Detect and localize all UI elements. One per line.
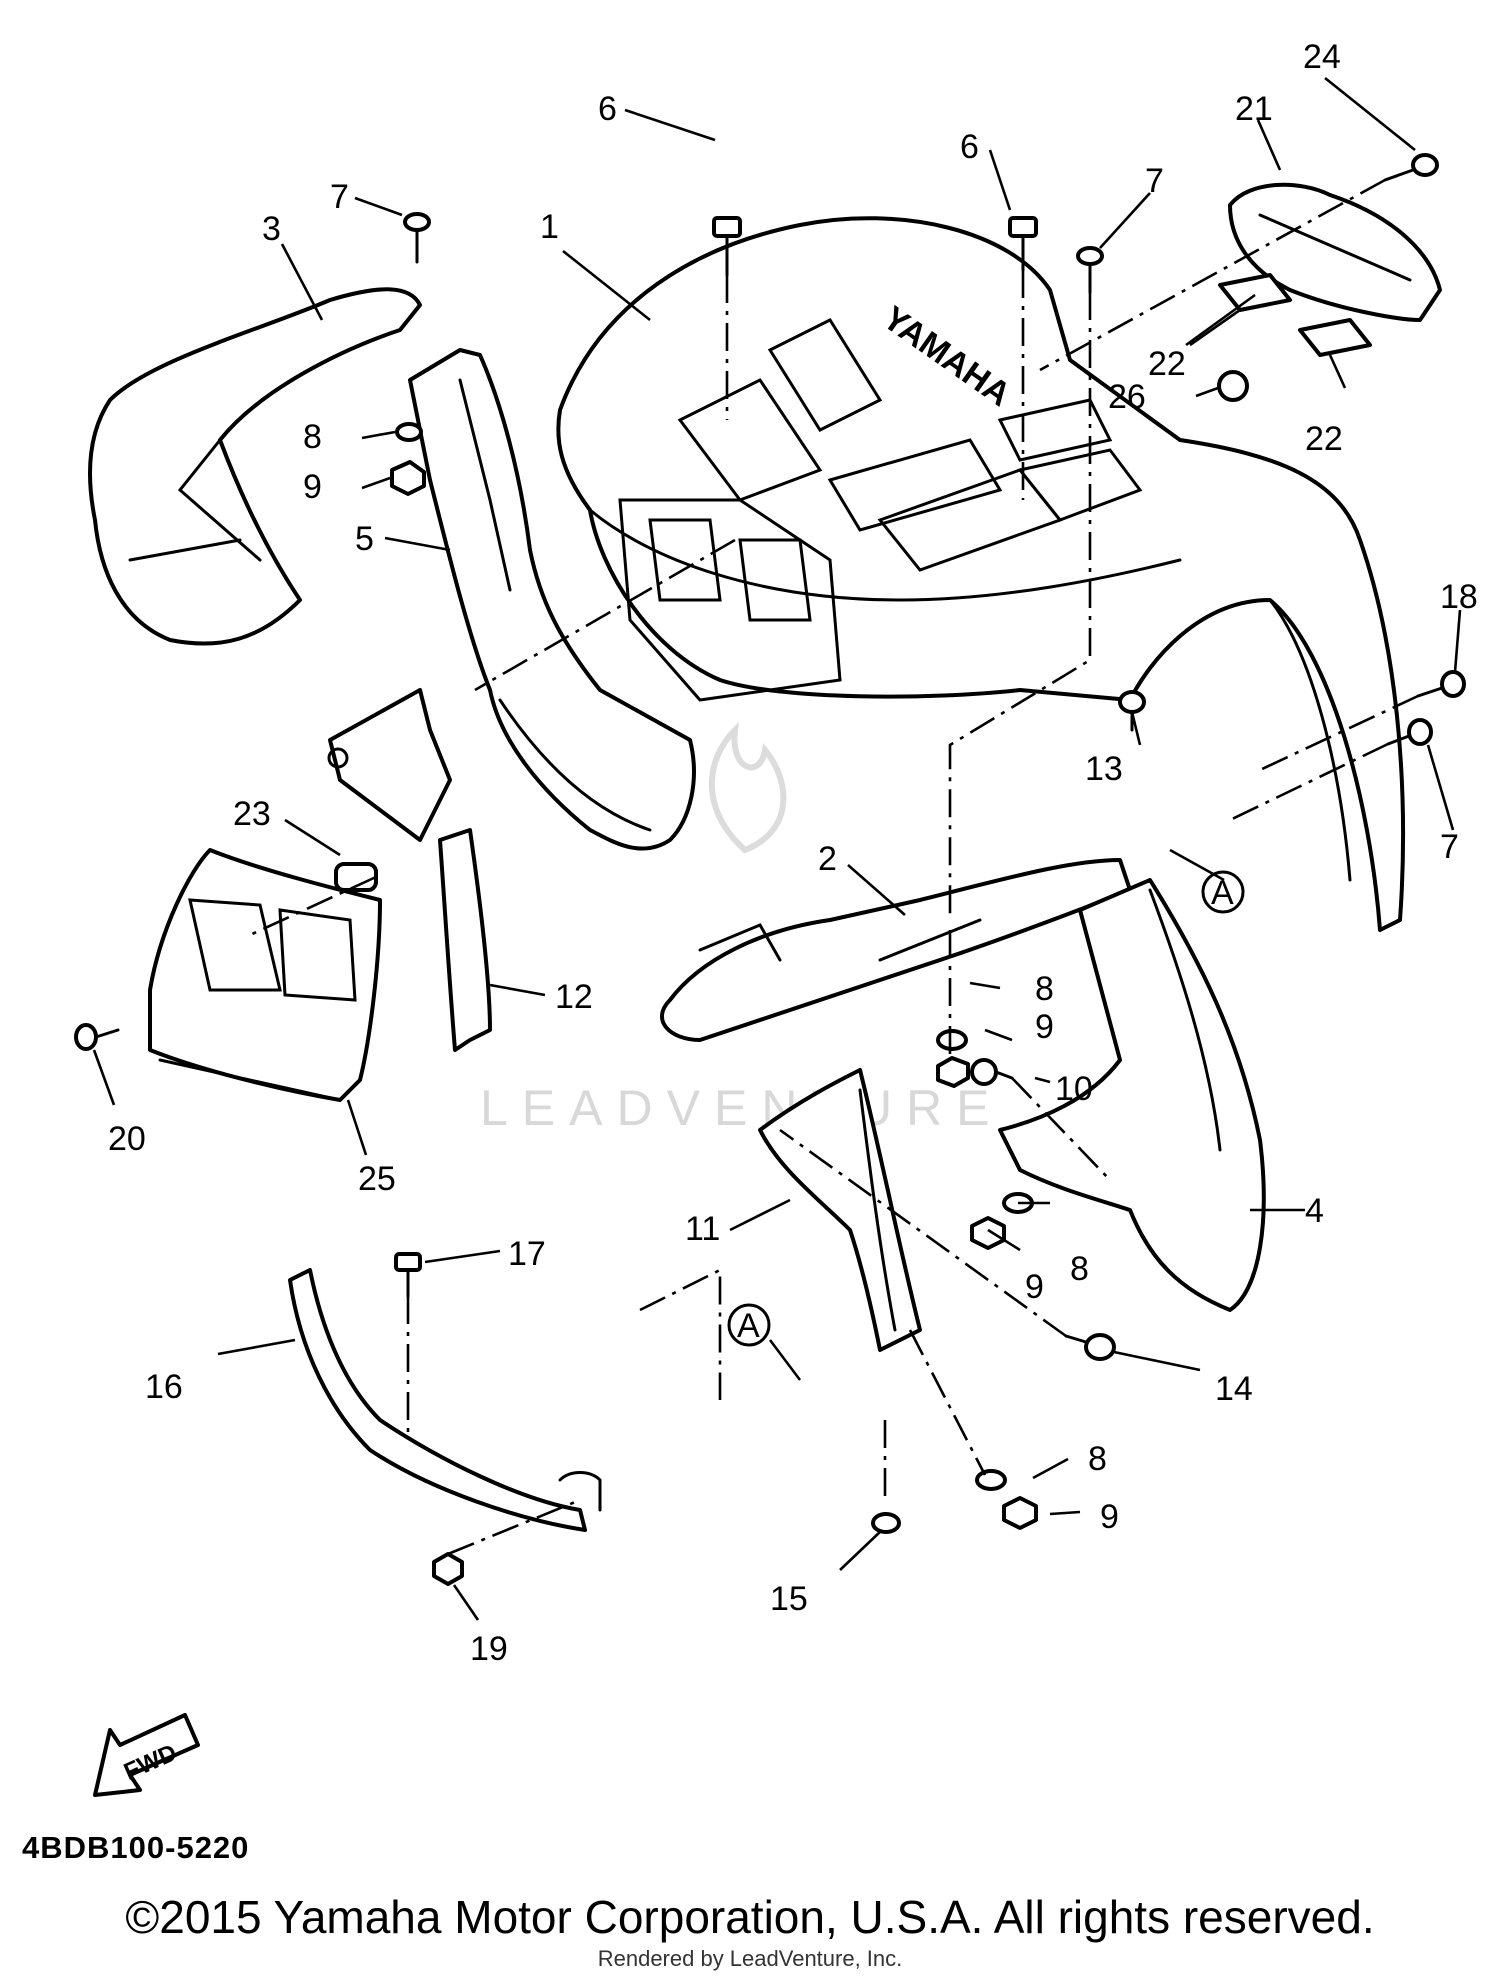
bolt-icon[interactable] [712, 216, 742, 277]
callout-22b: 22 [1305, 420, 1343, 458]
callout-7a: 7 [330, 178, 349, 216]
washer-icon[interactable] [975, 1469, 1007, 1491]
callout-labels: 1 2 3 4 5 6 6 7 7 7 8 8 8 8 9 9 9 9 10 1… [108, 38, 1478, 1668]
front-fender-part-1[interactable]: YAMAHA [556, 216, 1406, 932]
bolt-icon[interactable] [1416, 670, 1466, 698]
nut-icon[interactable] [432, 1552, 464, 1586]
callout-13: 13 [1085, 750, 1123, 788]
leader-lines [92, 76, 1462, 1621]
headlight-housing-part-25[interactable] [148, 848, 382, 1102]
diagram-code: 4BDB100-5220 [22, 1830, 250, 1865]
callout-7b: 7 [1145, 162, 1164, 200]
callout-24: 24 [1303, 38, 1341, 76]
callout-15: 15 [770, 1580, 808, 1618]
nut-icon[interactable] [936, 1056, 970, 1088]
watermark: LEADVENTURE [480, 721, 1004, 1136]
lower-stay-part-16[interactable] [288, 1268, 602, 1532]
grommet-icon[interactable] [1217, 370, 1249, 402]
callout-14: 14 [1215, 1370, 1253, 1408]
callout-22a: 22 [1148, 345, 1186, 383]
bolt-icon[interactable] [970, 1058, 1014, 1086]
light-housing-part-21[interactable] [1228, 182, 1442, 322]
callout-8b: 8 [1035, 970, 1054, 1008]
screw-icon[interactable] [1386, 718, 1433, 746]
bolt-icon[interactable] [394, 1252, 422, 1298]
callout-7c: 7 [1440, 828, 1459, 866]
reference-mark-a: A [727, 1303, 771, 1347]
callout-25: 25 [358, 1160, 396, 1198]
callout-4: 4 [1305, 1192, 1324, 1230]
callout-12: 12 [555, 978, 593, 1016]
nut-icon[interactable] [390, 460, 426, 496]
nut-icon[interactable] [1002, 1496, 1038, 1530]
callout-9a: 9 [303, 468, 322, 506]
bracket-plate[interactable] [327, 688, 452, 842]
callout-19: 19 [470, 1630, 508, 1668]
callout-16: 16 [145, 1368, 183, 1406]
left-mudguard-part-3[interactable] [88, 287, 422, 646]
callout-9c: 9 [1025, 1268, 1044, 1306]
callout-8d: 8 [1088, 1440, 1107, 1478]
nut-icon[interactable] [970, 1216, 1006, 1250]
bolt-icon[interactable] [1064, 1333, 1116, 1361]
front-guard-part-2[interactable] [660, 858, 1132, 1042]
washer-icon[interactable] [936, 1029, 968, 1051]
strip-part-12[interactable] [438, 828, 492, 1052]
screw-icon[interactable] [1383, 153, 1439, 182]
svg-text:A: A [737, 1307, 760, 1345]
screw-icon[interactable] [403, 212, 431, 264]
callout-6b: 6 [960, 128, 979, 166]
right-side-panel-part-4[interactable] [998, 878, 1266, 1312]
callout-11: 11 [685, 1210, 720, 1248]
screw-icon[interactable] [1076, 246, 1104, 294]
callout-23: 23 [233, 795, 271, 833]
callout-10: 10 [1055, 1070, 1093, 1108]
callout-26: 26 [1108, 378, 1146, 416]
callout-5: 5 [355, 520, 374, 558]
copyright-notice: ©2015 Yamaha Motor Corporation, U.S.A. A… [125, 1891, 1375, 1943]
callout-1: 1 [540, 208, 559, 246]
reference-mark-a: A [1201, 870, 1245, 914]
screw-icon[interactable] [74, 1023, 120, 1051]
watermark-text: LEADVENTURE [480, 1080, 1004, 1136]
svg-text:A: A [1211, 874, 1234, 912]
callout-9d: 9 [1100, 1498, 1119, 1536]
rendered-by-notice: Rendered by LeadVenture, Inc. [597, 1946, 903, 1971]
callout-8c: 8 [1070, 1250, 1089, 1288]
callout-6a: 6 [598, 90, 617, 128]
washer-icon[interactable] [871, 1512, 901, 1534]
bolt-icon[interactable] [1008, 216, 1038, 272]
screw-icon[interactable] [1118, 690, 1146, 732]
callout-9b: 9 [1035, 1008, 1054, 1046]
lens-part-22[interactable] [1218, 273, 1372, 357]
callout-21: 21 [1235, 90, 1273, 128]
callout-8a: 8 [303, 418, 322, 456]
callout-2: 2 [818, 840, 837, 878]
washer-icon[interactable] [395, 422, 423, 442]
inner-panel-part-11[interactable] [758, 1068, 922, 1352]
hardware-set [74, 153, 1466, 1586]
left-side-panel-part-5[interactable] [408, 348, 696, 851]
assembly-lines [249, 178, 1419, 1556]
callout-20: 20 [108, 1120, 146, 1158]
callout-17: 17 [508, 1235, 546, 1273]
callout-18: 18 [1440, 578, 1478, 616]
fwd-arrow-icon: FWD [93, 1713, 200, 1797]
callout-3: 3 [262, 210, 281, 248]
